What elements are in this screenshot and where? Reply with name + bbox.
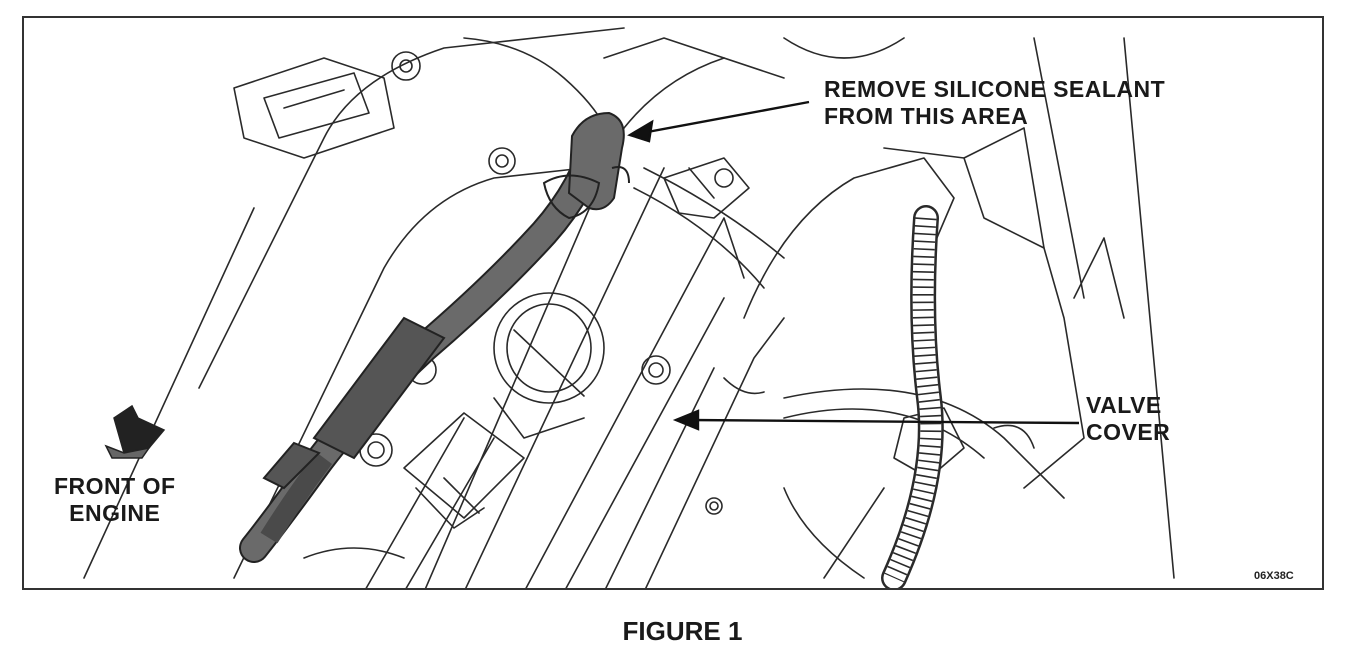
valve-cover-callout-line1: VALVE <box>1086 392 1162 418</box>
figure-code: 06X38C <box>1254 570 1294 582</box>
engine-illustration <box>83 27 1175 588</box>
bolt-boss <box>641 355 671 385</box>
sealant-callout-line2: FROM THIS AREA <box>824 103 1029 129</box>
front-direction-arrow <box>104 404 166 459</box>
valve-cover-callout: VALVE COVER <box>1086 392 1170 446</box>
coil-tube <box>493 292 605 404</box>
bolt-boss <box>488 147 516 175</box>
sealant-callout: REMOVE SILICONE SEALANT FROM THIS AREA <box>824 76 1165 130</box>
coil-connector <box>403 412 525 519</box>
leader-arrows <box>627 100 1080 431</box>
silicone-sealed-harness <box>239 111 630 563</box>
front-of-engine-line1: FRONT OF <box>54 473 176 499</box>
harness-boot <box>567 111 625 211</box>
front-of-engine-line2: ENGINE <box>69 500 161 526</box>
upper-connector <box>233 57 395 159</box>
sealant-callout-line1: REMOVE SILICONE SEALANT <box>824 76 1166 102</box>
figure-caption: FIGURE 1 <box>622 616 743 646</box>
corrugated-harness <box>881 205 944 588</box>
valve-cover-outline <box>198 27 625 389</box>
illustration-frame: REMOVE SILICONE SEALANT FROM THIS AREA V… <box>22 16 1324 590</box>
valve-cover-callout-line2: COVER <box>1086 419 1171 445</box>
front-of-engine-label: FRONT OF ENGINE <box>54 473 176 527</box>
